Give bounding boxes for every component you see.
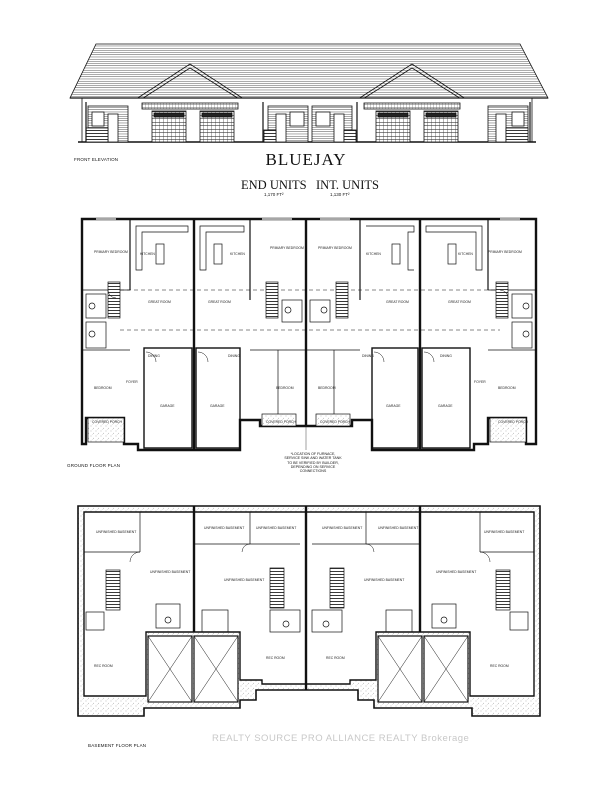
int-units-label: INT. UNITS xyxy=(316,178,379,192)
room-label-unfinished-basement: UNFINISHED BASEMENT xyxy=(322,526,363,530)
room-label-unfinished-basement: UNFINISHED BASEMENT xyxy=(224,578,265,582)
room-label-garage: GARAGE xyxy=(210,404,225,408)
room-label-bedroom: BEDROOM xyxy=(318,386,336,390)
room-label-primary-bedroom: PRIMARY BEDROOM xyxy=(488,250,522,254)
room-label-garage: GARAGE xyxy=(160,404,175,408)
room-label-bedroom: BEDROOM xyxy=(94,386,112,390)
room-label-unfinished-basement: UNFINISHED BASEMENT xyxy=(378,526,419,530)
room-label-great-room: GREAT ROOM xyxy=(208,300,231,304)
room-label-kitchen: KITCHEN xyxy=(458,252,473,256)
room-label-rec-room: REC ROOM xyxy=(326,656,345,660)
room-label-unfinished-basement: UNFINISHED BASEMENT xyxy=(256,526,297,530)
basement-floor-plan xyxy=(77,505,541,717)
room-label-rec-room: REC ROOM xyxy=(94,664,113,668)
room-label-primary-bedroom: PRIMARY BEDROOM xyxy=(270,246,304,250)
room-label-kitchen: KITCHEN xyxy=(366,252,381,256)
room-label-covered-porch: COVERED PORCH xyxy=(266,420,296,424)
front-elevation xyxy=(69,43,549,143)
end-units-label: END UNITS xyxy=(241,178,307,192)
ground-floor-plan xyxy=(80,217,538,452)
room-label-kitchen: KITCHEN xyxy=(140,252,155,256)
room-label-unfinished-basement: UNFINISHED BASEMENT xyxy=(204,526,245,530)
plan-title: BLUEJAY xyxy=(265,150,347,169)
room-label-rec-room: REC ROOM xyxy=(490,664,509,668)
room-label-unfinished-basement: UNFINISHED BASEMENT xyxy=(364,578,405,582)
room-label-garage: GARAGE xyxy=(438,404,453,408)
room-label-foyer: FOYER xyxy=(474,380,486,384)
room-label-dining: DINING xyxy=(440,354,452,358)
room-label-unfinished-basement: UNFINISHED BASEMENT xyxy=(96,530,137,534)
room-label-unfinished-basement: UNFINISHED BASEMENT xyxy=(150,570,191,574)
room-label-great-room: GREAT ROOM xyxy=(148,300,171,304)
mechanical-note: *LOCATION OF FURNACE, SERVICE SINK AND W… xyxy=(284,452,342,474)
room-label-dining: DINING xyxy=(228,354,240,358)
room-label-primary-bedroom: PRIMARY BEDROOM xyxy=(318,246,352,250)
room-label-great-room: GREAT ROOM xyxy=(386,300,409,304)
room-label-covered-porch: COVERED PORCH xyxy=(92,420,122,424)
room-label-dining: DINING xyxy=(148,354,160,358)
end-units-sqft: 1,170 FT² xyxy=(264,192,284,197)
front-elevation-label: FRONT ELEVATION xyxy=(74,157,119,162)
ground-floor-plan-label: GROUND FLOOR PLAN xyxy=(67,463,121,468)
room-label-covered-porch: COVERED PORCH xyxy=(320,420,350,424)
room-label-dining: DINING xyxy=(362,354,374,358)
room-label-unfinished-basement: UNFINISHED BASEMENT xyxy=(484,530,525,534)
room-label-kitchen: KITCHEN xyxy=(230,252,245,256)
room-label-covered-porch: COVERED PORCH xyxy=(498,420,528,424)
int-units-sqft: 1,130 FT² xyxy=(330,192,350,197)
room-label-foyer: FOYER xyxy=(126,380,138,384)
basement-floor-plan-label: BASEMENT FLOOR PLAN xyxy=(88,743,147,748)
brokerage-watermark: REALTY SOURCE PRO ALLIANCE REALTY Broker… xyxy=(212,733,470,744)
room-label-rec-room: REC ROOM xyxy=(266,656,285,660)
room-label-bedroom: BEDROOM xyxy=(276,386,294,390)
room-label-great-room: GREAT ROOM xyxy=(448,300,471,304)
room-label-unfinished-basement: UNFINISHED BASEMENT xyxy=(436,570,477,574)
room-label-bedroom: BEDROOM xyxy=(498,386,516,390)
room-label-garage: GARAGE xyxy=(386,404,401,408)
room-label-primary-bedroom: PRIMARY BEDROOM xyxy=(94,250,128,254)
